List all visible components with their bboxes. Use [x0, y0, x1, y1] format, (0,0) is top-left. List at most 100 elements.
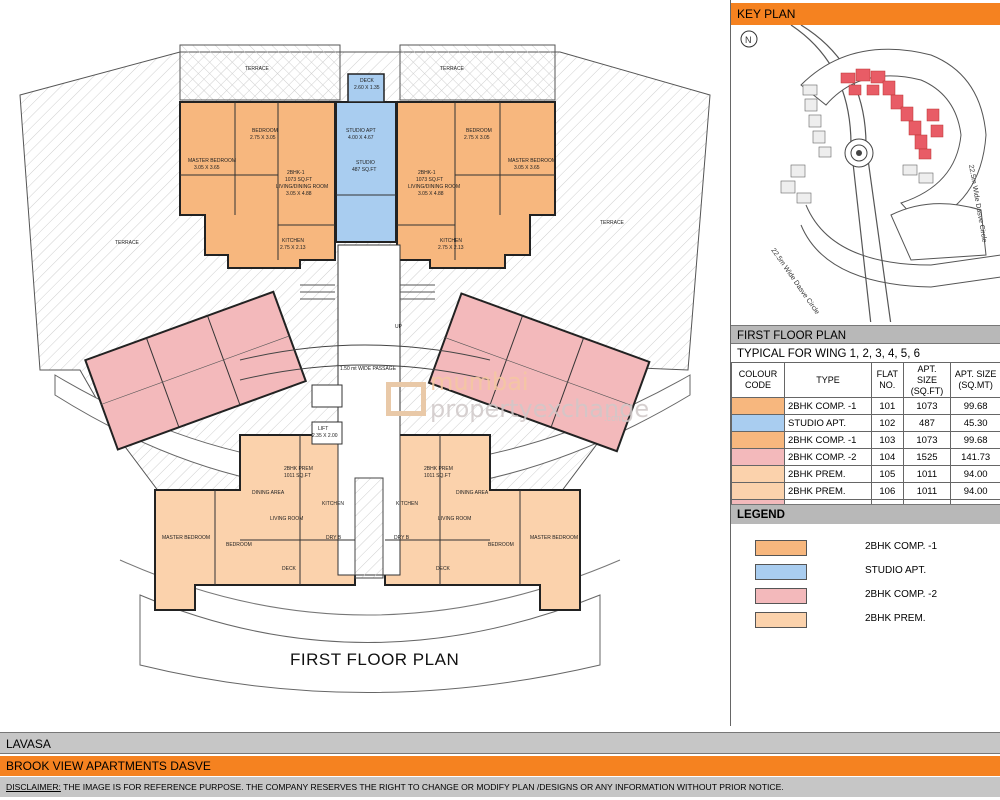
master-dim: 3.05 X 3.65 — [514, 165, 540, 171]
legend-label: 2BHK COMP. -2 — [865, 589, 938, 600]
master-dim: 3.05 X 3.65 — [194, 165, 220, 171]
bhk1-label: 2BHK-1 — [418, 170, 436, 176]
bhk1-area: 1073 SQ.FT — [285, 177, 313, 183]
bottom-curve — [139, 594, 601, 693]
bhk1-area: 1073 SQ.FT — [416, 177, 444, 183]
col-colour-code: COLOUR CODE — [731, 362, 785, 398]
col-type: TYPE — [784, 362, 872, 398]
cell-sqft: 487 — [902, 414, 952, 432]
floor-plan-drawing: TERRACE TERRACE TERRACE TERRACE DECK 2.6… — [19, 44, 711, 693]
cell-flat: 103 — [871, 431, 904, 449]
cell-sqft: 1011 — [902, 482, 952, 500]
dining-area-label: DINING AREA — [252, 490, 285, 496]
deck-dim: 2.60 X 1.35 — [354, 85, 380, 91]
cell-sqft: 1525 — [902, 448, 952, 466]
kitchen-dim: 2.75 X 2.13 — [438, 245, 464, 251]
dry-b-label: DRY B — [394, 535, 410, 541]
bedroom-dim: 2.75 X 3.05 — [464, 135, 490, 141]
prem-area: 1011 SQ.FT — [284, 473, 311, 479]
road-label-2: 22.5m Wide Dasve Circle — [769, 247, 820, 316]
top-terrace-right — [399, 44, 556, 101]
bedroom-label: BEDROOM — [466, 128, 492, 134]
typical-wings: TYPICAL FOR WING 1, 2, 3, 4, 5, 6 — [731, 343, 1000, 363]
cell-sqm: 94.00 — [950, 465, 1000, 483]
key-plan-header: KEY PLAN — [731, 3, 1000, 25]
watermark-line1: mumbai — [430, 368, 529, 396]
cell-type: 2BHK PREM. — [784, 482, 872, 500]
apartment-table: COLOUR CODE TYPE FLAT NO. APT. SIZE (SQ.… — [731, 362, 1000, 517]
unit-104 — [84, 290, 308, 451]
legend-swatch — [755, 564, 807, 580]
terrace-label: TERRACE — [600, 220, 624, 226]
colour-swatch — [731, 431, 785, 449]
colour-swatch — [731, 414, 785, 432]
colour-swatch — [731, 448, 785, 466]
master-bedroom-label: MASTER BEDROOM — [508, 158, 557, 164]
key-plan-map: N — [731, 24, 1000, 326]
studio-apt-label: STUDIO APT — [346, 128, 376, 134]
col-size-sqmt: APT. SIZE (SQ.MT) — [950, 362, 1000, 398]
dining-area-label: DINING AREA — [456, 490, 489, 496]
cell-type: 2BHK PREM. — [784, 465, 872, 483]
master-bedroom-label: MASTER BEDROOM — [188, 158, 237, 164]
deck-label: DECK — [436, 566, 450, 572]
top-terrace-left — [179, 44, 341, 101]
disclaimer: DISCLAIMER: THE IMAGE IS FOR REFERENCE P… — [0, 777, 1000, 797]
colour-swatch — [731, 397, 785, 415]
unit-107 — [427, 292, 651, 453]
cell-type: 2BHK COMP. -1 — [784, 431, 872, 449]
living-dining-label: LIVING/DINING ROOM — [276, 184, 329, 190]
prem-area: 1011 SQ.FT — [424, 473, 451, 479]
colour-swatch — [731, 482, 785, 500]
cell-sqm: 141.73 — [950, 448, 1000, 466]
unit-103 — [396, 101, 556, 269]
plan-title: FIRST FLOOR PLAN — [290, 650, 460, 669]
building-name: BROOK VIEW APARTMENTS DASVE — [0, 756, 1000, 776]
living-room-label: LIVING ROOM — [438, 516, 472, 522]
cell-flat: 104 — [871, 448, 904, 466]
kitchen-label: KITCHEN — [282, 238, 304, 244]
bedroom-label: BEDROOM — [252, 128, 278, 134]
disclaimer-text: THE IMAGE IS FOR REFERENCE PURPOSE. THE … — [60, 782, 784, 792]
legend-label: 2BHK PREM. — [865, 613, 926, 624]
up-label: UP — [395, 324, 402, 330]
studio-dim: 4.00 X 4.67 — [348, 135, 374, 141]
bhk-prem-label: 2BHK PREM — [424, 466, 453, 472]
cell-sqft: 1011 — [902, 465, 952, 483]
cell-flat: 102 — [871, 414, 904, 432]
legend: 2BHK COMP. -1 STUDIO APT. 2BHK COMP. -2 … — [731, 522, 1000, 726]
cell-sqm: 45.30 — [950, 414, 1000, 432]
cell-sqft: 1073 — [902, 397, 952, 415]
terrace-label: TERRACE — [440, 66, 464, 72]
watermark-line2: propertyexchange — [430, 395, 650, 423]
living-dim: 3.05 X 4.88 — [286, 191, 312, 197]
col-flat-no: FLAT NO. — [871, 362, 904, 398]
cell-flat: 105 — [871, 465, 904, 483]
disclaimer-label: DISCLAIMER: — [6, 782, 61, 792]
project-name: LAVASA — [0, 732, 1000, 754]
deck-label: DECK — [360, 78, 374, 84]
bhk-prem-label: 2BHK PREM — [284, 466, 313, 472]
cell-sqm: 99.68 — [950, 431, 1000, 449]
kitchen-dim: 2.75 X 2.13 — [280, 245, 306, 251]
studio-label: STUDIO — [356, 160, 375, 166]
cell-sqm: 94.00 — [950, 482, 1000, 500]
lift-shaft — [311, 421, 343, 445]
north-icon: N — [745, 35, 752, 45]
watermark-logo — [386, 382, 426, 416]
cell-type: 2BHK COMP. -1 — [784, 397, 872, 415]
master-bedroom-label: MASTER BEDROOM — [162, 535, 211, 541]
table-header-row: COLOUR CODE TYPE FLAT NO. APT. SIZE (SQ.… — [731, 362, 1000, 398]
bedroom-label: BEDROOM — [488, 542, 514, 548]
kitchen-label: KITCHEN — [396, 501, 418, 507]
unit-106 — [384, 434, 581, 611]
lift-label: LIFT — [318, 426, 329, 432]
living-dining-label: LIVING/DINING ROOM — [408, 184, 461, 190]
cell-type: 2BHK COMP. -2 — [784, 448, 872, 466]
cell-type: STUDIO APT. — [784, 414, 872, 432]
